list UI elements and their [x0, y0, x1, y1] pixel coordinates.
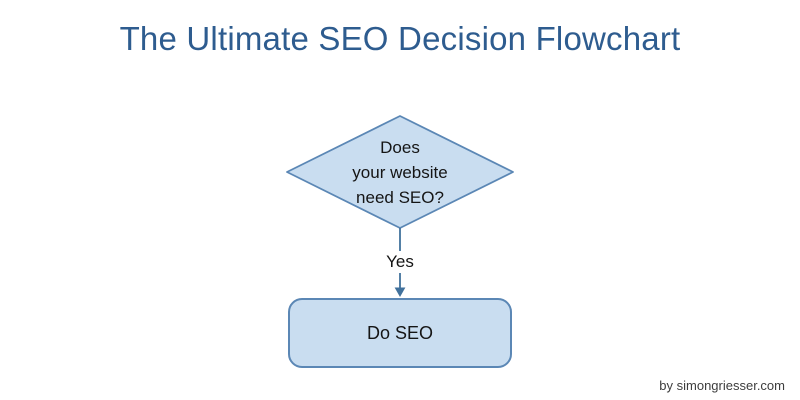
page-title: The Ultimate SEO Decision Flowchart — [119, 20, 681, 57]
action-box-label: Do SEO — [366, 322, 434, 343]
decision-text-line2: your website — [352, 162, 448, 182]
decision-text: Does your website need SEO? — [290, 130, 510, 214]
action-box: Do SEO — [288, 298, 512, 368]
decision-text-line3: need SEO? — [356, 187, 444, 207]
decision-text-line1: Does — [380, 137, 420, 157]
connector-label-yes: Yes — [381, 251, 419, 273]
arrowhead-icon — [394, 287, 406, 297]
attribution-text: by simongriesser.com — [659, 378, 785, 393]
